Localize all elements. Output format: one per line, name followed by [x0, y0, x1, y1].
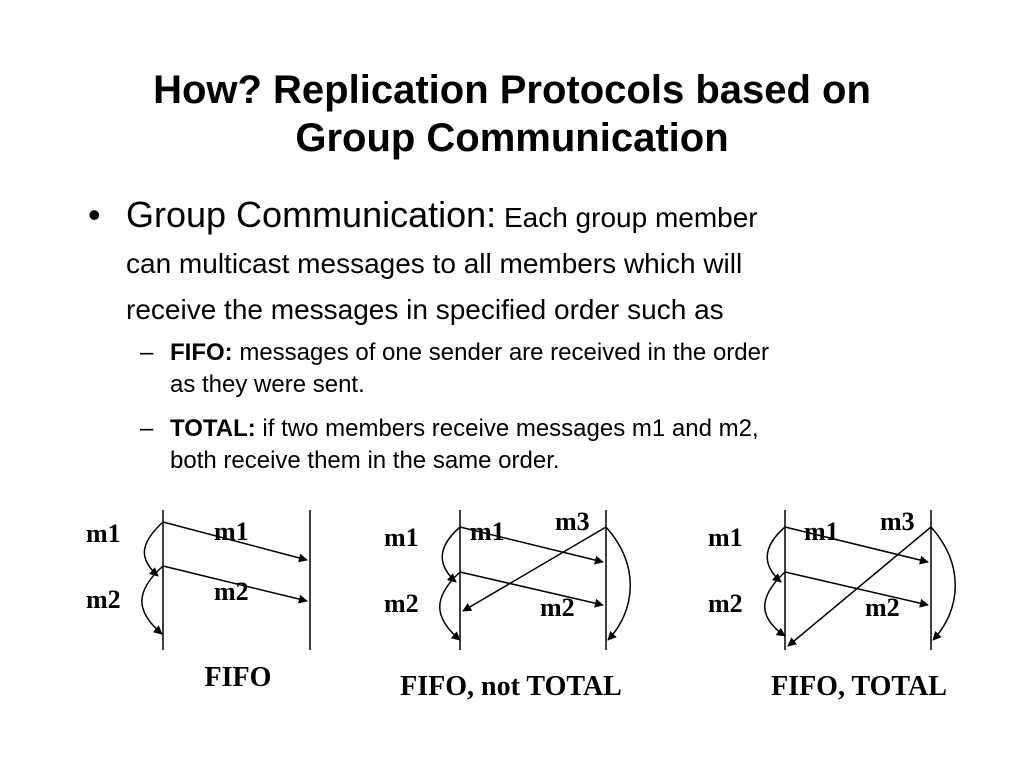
self-delivery-m1: [766, 526, 786, 583]
label-m1-left: m1: [384, 523, 419, 552]
label-m2-left: m2: [708, 589, 743, 618]
message-arrow-m3: [787, 526, 932, 647]
self-delivery-m1: [441, 526, 461, 583]
label-m2-right: m2: [214, 577, 249, 606]
sub-text-total: if two members receive messages m1 and m…: [255, 415, 759, 442]
bullet-group-communication: • Group Communication: Each group member…: [88, 192, 968, 333]
sub-cont-total: both receive them in the same order.: [170, 447, 560, 474]
label-m1-mid: m1: [470, 517, 505, 546]
label-m2-right: m2: [540, 593, 575, 622]
sub-term-total: TOTAL:: [170, 415, 256, 442]
label-m3: m3: [555, 507, 590, 536]
slide-title: How? Replication Protocols based on Grou…: [0, 66, 1024, 162]
label-m2-left: m2: [384, 589, 419, 618]
message-arrow-m3: [462, 526, 607, 612]
label-m2-left: m2: [86, 585, 121, 614]
self-delivery-m2: [141, 565, 164, 635]
bullet-line-2: can multicast messages to all members wh…: [126, 248, 743, 279]
self-delivery-m1: [143, 521, 164, 577]
self-delivery-m3: [605, 526, 631, 641]
label-m1-left: m1: [86, 519, 121, 548]
sub-text-fifo: messages of one sender are received in t…: [232, 339, 769, 366]
sub-cont-fifo: as they were sent.: [170, 371, 365, 398]
caption-fifo-total: FIFO, TOTAL: [771, 671, 947, 702]
message-arrow-m1: [162, 521, 308, 563]
label-m1-right: m1: [214, 517, 249, 546]
sub-bullet-list: – FIFO: messages of one sender are recei…: [88, 337, 968, 477]
bullet-line-3: receive the messages in specified order …: [126, 294, 724, 325]
dash-marker: –: [140, 339, 154, 366]
message-arrow-m2: [459, 571, 604, 608]
label-m1-left: m1: [708, 523, 743, 552]
sub-bullet-total: – TOTAL: if two members receive messages…: [140, 413, 968, 477]
bullet-rest: Each group member: [496, 202, 758, 233]
message-arrow-m1: [784, 526, 929, 565]
label-m1-mid: m1: [804, 517, 839, 546]
diagram-fifo: [141, 510, 311, 650]
label-m2-right: m2: [865, 593, 900, 622]
message-arrow-m1: [459, 526, 604, 565]
dash-marker: –: [140, 415, 154, 442]
bullet-lead: Group Communication:: [126, 194, 497, 235]
title-line-2: Group Communication: [295, 116, 729, 160]
caption-fifo: FIFO: [205, 662, 272, 693]
self-delivery-m2: [764, 571, 786, 637]
label-m3: m3: [880, 507, 915, 536]
self-delivery-m3: [930, 526, 956, 641]
self-delivery-m2: [439, 571, 461, 641]
diagram-fifo-not-total: [439, 510, 631, 650]
sub-term-fifo: FIFO:: [170, 339, 233, 366]
sub-bullet-fifo: – FIFO: messages of one sender are recei…: [140, 337, 968, 401]
diagram-fifo-total: [764, 510, 956, 650]
bullet-dot: •: [88, 194, 101, 235]
message-arrow-m2: [162, 565, 308, 604]
content-area: • Group Communication: Each group member…: [88, 192, 968, 489]
caption-fifo-not-total: FIFO, not TOTAL: [400, 671, 622, 702]
title-line-1: How? Replication Protocols based on: [153, 68, 871, 112]
